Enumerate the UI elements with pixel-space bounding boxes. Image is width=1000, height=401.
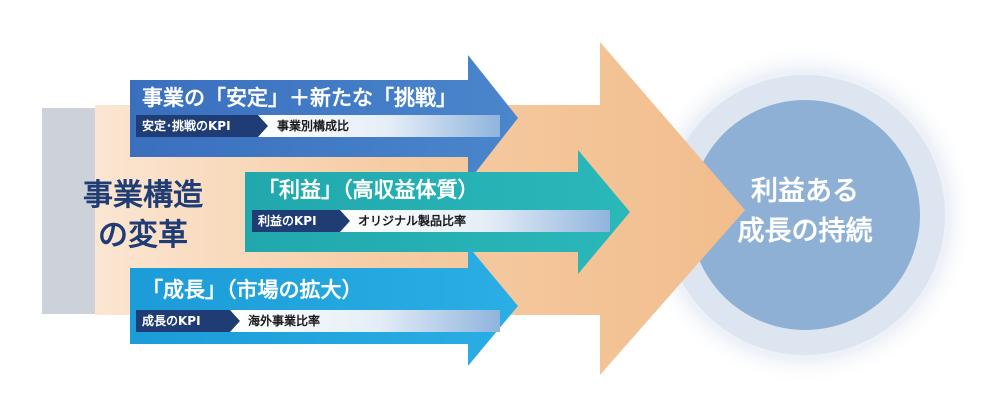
arrow-title-stability: 事業の「安定」＋新たな「挑戦」 xyxy=(142,86,457,110)
kpi-label-growth: 成長のKPI xyxy=(142,314,201,328)
arrow-growth xyxy=(130,246,518,366)
kpi-tag xyxy=(136,115,268,137)
structure-reform-line2: の変革 xyxy=(98,218,188,253)
goal-line1: 利益ある xyxy=(751,176,859,207)
arrow-title-profit: 「利益」（高収益体質） xyxy=(258,178,479,202)
kpi-value-profit: オリジナル製品比率 xyxy=(358,214,467,228)
kpi-value-bar xyxy=(340,210,610,232)
kpi-value-stability: 事業別構成比 xyxy=(277,119,350,133)
kpi-value-growth: 海外事業比率 xyxy=(248,314,321,328)
goal-circle xyxy=(690,100,920,330)
arrow-profit xyxy=(245,150,630,274)
kpi-label-stability: 安定･挑戦のKPI xyxy=(142,119,231,133)
goal-line2: 成長の持続 xyxy=(737,216,873,247)
kpi-value-bar xyxy=(230,310,500,332)
kpi-value-bar xyxy=(258,115,500,137)
kpi-tag xyxy=(136,310,240,332)
arrow-title-growth: 「成長」（市場の拡大） xyxy=(142,278,363,302)
kpi-label-profit: 利益のKPI xyxy=(258,214,317,228)
arrow-stability-challenge xyxy=(130,55,518,182)
kpi-tag xyxy=(252,210,350,232)
structure-reform-line1: 事業構造 xyxy=(83,178,203,213)
